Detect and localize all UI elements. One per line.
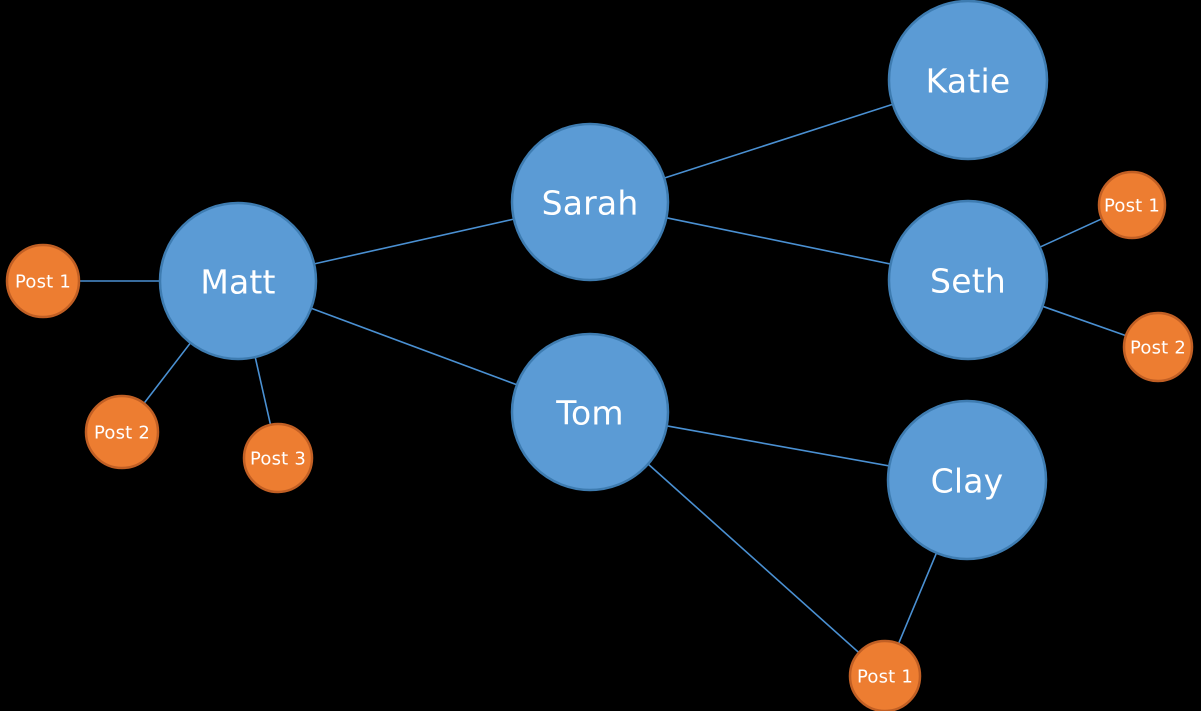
node-circle-seth_post1[interactable] <box>1097 170 1167 240</box>
node-matt_post2[interactable]: Post 2 <box>84 394 160 470</box>
edge-matt-to-sarah <box>312 218 516 265</box>
node-label-matt_post1: Post 1 <box>15 272 71 293</box>
node-sarah[interactable]: Sarah <box>510 122 670 282</box>
node-tom[interactable]: Tom <box>510 332 670 492</box>
edge-tom-to-shared_post1 <box>646 462 861 655</box>
node-shared_post1[interactable]: Post 1 <box>848 639 922 711</box>
node-circle-sarah[interactable] <box>510 122 670 282</box>
node-circle-matt_post1[interactable] <box>5 243 81 319</box>
node-label-seth: Seth <box>930 262 1006 301</box>
node-label-seth_post1: Post 1 <box>1104 196 1160 217</box>
node-circle-seth[interactable] <box>887 199 1049 361</box>
node-circle-matt_post3[interactable] <box>242 422 314 494</box>
edge-sarah-to-katie <box>662 103 895 180</box>
edge-tom-to-clay <box>664 424 892 467</box>
node-circle-tom[interactable] <box>510 332 670 492</box>
edge-matt-to-tom <box>309 307 519 386</box>
node-circle-shared_post1[interactable] <box>848 639 922 711</box>
edge-matt_post3-to-matt <box>254 355 272 427</box>
node-circle-matt[interactable] <box>158 201 318 361</box>
node-matt[interactable]: Matt <box>158 201 318 361</box>
node-seth[interactable]: Seth <box>887 199 1049 361</box>
node-label-sarah: Sarah <box>542 184 639 223</box>
node-label-seth_post2: Post 2 <box>1130 338 1186 359</box>
node-label-tom: Tom <box>555 394 624 433</box>
node-circle-katie[interactable] <box>887 0 1049 161</box>
node-clay[interactable]: Clay <box>886 399 1048 561</box>
edges-layer <box>77 103 1128 655</box>
node-label-katie: Katie <box>926 62 1011 101</box>
edge-matt_post2-to-matt <box>142 341 192 406</box>
node-matt_post1[interactable]: Post 1 <box>5 243 81 319</box>
node-circle-seth_post2[interactable] <box>1122 311 1194 383</box>
node-seth_post1[interactable]: Post 1 <box>1097 170 1167 240</box>
edge-seth-to-seth_post1 <box>1038 217 1104 249</box>
node-label-matt_post3: Post 3 <box>250 449 306 470</box>
edge-sarah-to-seth <box>664 216 893 266</box>
node-katie[interactable]: Katie <box>887 0 1049 161</box>
node-label-clay: Clay <box>931 462 1004 501</box>
node-label-matt_post2: Post 2 <box>94 423 150 444</box>
node-label-matt: Matt <box>200 263 275 302</box>
edge-seth-to-seth_post2 <box>1040 305 1128 337</box>
node-circle-clay[interactable] <box>886 399 1048 561</box>
node-label-shared_post1: Post 1 <box>857 667 913 688</box>
node-matt_post3[interactable]: Post 3 <box>242 422 314 494</box>
edge-clay-to-shared_post1 <box>897 551 938 646</box>
node-circle-matt_post2[interactable] <box>84 394 160 470</box>
node-seth_post2[interactable]: Post 2 <box>1122 311 1194 383</box>
